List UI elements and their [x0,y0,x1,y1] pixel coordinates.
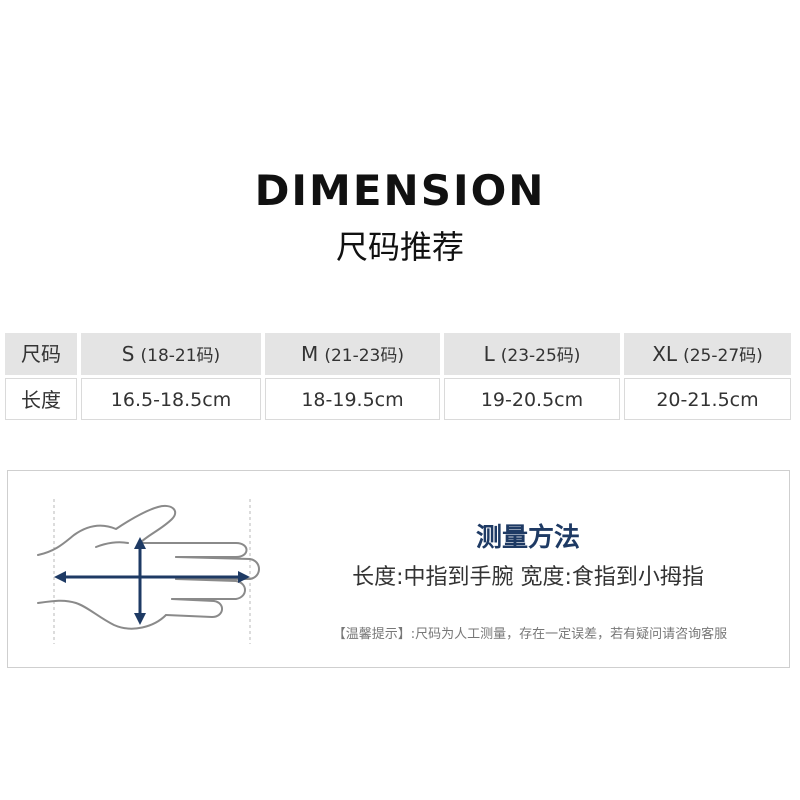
size-range: (18-21码) [140,346,221,366]
size-cell-xl: XL (25-27码) [624,333,791,375]
page-subtitle: 尺码推荐 [335,228,464,266]
size-code: L [483,342,495,366]
size-code: S [121,342,135,366]
length-cell-l: 19-20.5cm [444,378,620,420]
size-header-row: 尺码 S (18-21码) M (21-23码) L (23-25码) XL (… [5,333,791,375]
measurement-title: 测量方法 [475,523,580,553]
size-table: 尺码 S (18-21码) M (21-23码) L (23-25码) XL (… [5,333,791,420]
page-title: DIMENSION [254,166,546,215]
size-cell-s: S (18-21码) [81,333,261,375]
size-range: (25-27码) [683,346,763,366]
size-range: (21-23码) [324,346,404,366]
size-range: (23-25码) [500,346,581,366]
size-row-label: 尺码 [5,333,77,375]
size-cell-m: M (21-23码) [265,333,440,375]
measurement-panel: 测量方法 长度:中指到手腕 宽度:食指到小拇指 【温馨提示】:尺码为人工测量，存… [7,470,790,668]
length-cell-m: 18-19.5cm [265,378,440,420]
size-code: M [301,342,319,366]
length-cell-xl: 20-21.5cm [624,378,791,420]
hand-outline-icon [37,499,260,644]
size-code: XL [652,342,678,366]
length-cell-s: 16.5-18.5cm [81,378,261,420]
length-row-label: 长度 [5,378,77,420]
length-row: 长度 16.5-18.5cm 18-19.5cm 19-20.5cm 20-21… [5,378,791,420]
measurement-tip: 【温馨提示】:尺码为人工测量，存在一定误差，若有疑问请咨询客服 [332,627,728,642]
size-cell-l: L (23-25码) [444,333,620,375]
measurement-description: 长度:中指到手腕 宽度:食指到小拇指 [352,565,704,590]
